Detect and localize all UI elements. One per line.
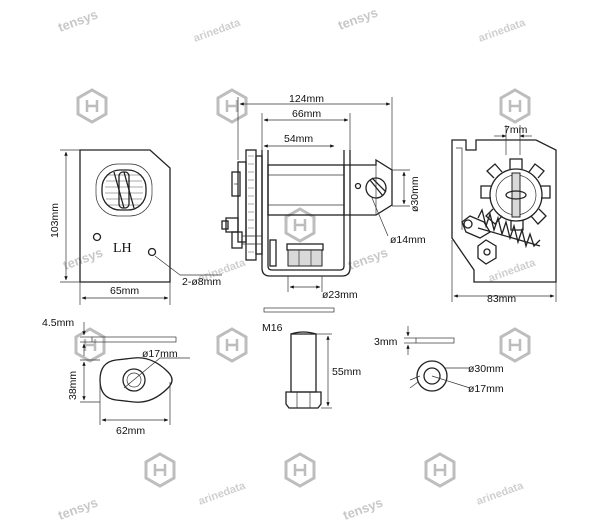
watermark-brand: tensys [56, 7, 100, 35]
side-label: LH [113, 241, 132, 256]
watermark-logo-icon [74, 327, 106, 363]
watermark-brand-alt: arinedata [477, 17, 528, 45]
plate-width-dimension: 62mm [116, 425, 145, 437]
watermark-brand: tensys [346, 245, 390, 273]
width-dimension: 65mm [110, 285, 139, 297]
ratchet-housing [95, 163, 153, 217]
bolt-thread-end [263, 307, 335, 313]
center-slot [118, 171, 130, 209]
bolt-head [285, 391, 322, 409]
watermark-logo-icon [284, 207, 316, 243]
plate-hole-callout: ø17mm [142, 348, 178, 360]
watermark-logo-icon [284, 452, 316, 488]
watermark-brand: tensys [341, 495, 385, 523]
ratchet-gear [480, 158, 551, 231]
watermark-brand: tensys [56, 495, 100, 523]
tension-spring [477, 208, 541, 249]
side-width-dimension: 83mm [487, 293, 516, 305]
pin-hole [365, 177, 387, 199]
watermark-brand-alt: arinedata [197, 480, 248, 508]
plate-height-dimension: 38mm [67, 371, 79, 400]
bottom-diameter-dimension: ø23mm [322, 289, 358, 301]
mount-hole [92, 232, 102, 242]
tube-diameter-dimension: ø30mm [409, 176, 421, 212]
plate-edge [91, 336, 177, 343]
watermark-logo-icon [76, 88, 108, 124]
washer-inner [423, 367, 441, 385]
watermark-logo-icon [499, 88, 531, 124]
bolt-shank [290, 333, 317, 393]
bolt-length-dimension: 55mm [332, 366, 361, 378]
bottom-nut [287, 249, 323, 267]
side-view: 7mm 83mm [451, 124, 557, 305]
watermark-logo-icon [144, 452, 176, 488]
front-view: 124mm 66mm 54mm ø30mm ø14mm [221, 93, 426, 301]
height-dimension: 103mm [49, 203, 61, 238]
watermark-logo-icon [216, 88, 248, 124]
oval-plate [99, 357, 173, 403]
tooth-width-dimension: 7mm [504, 124, 528, 136]
watermark-brand: tensys [336, 5, 380, 33]
overall-width-dimension: 124mm [289, 93, 324, 105]
watermark-logo-icon [424, 452, 456, 488]
plate-hole [122, 368, 146, 392]
watermark-logo-icon [499, 327, 531, 363]
slot-width-dimension: 54mm [284, 133, 313, 145]
watermark-brand-alt: arinedata [475, 480, 526, 508]
washer-outer [416, 360, 448, 392]
u-bracket [261, 150, 351, 277]
watermark-brand: tensys [61, 245, 105, 273]
plate-part: 4.5mm ø17mm 38mm 62mm [42, 317, 190, 437]
washer-outer-callout: ø30mm [468, 363, 504, 375]
inner-width-dimension: 66mm [292, 108, 321, 120]
main-tube [267, 164, 345, 216]
washer-thickness-dimension: 3mm [374, 336, 398, 348]
mount-hole [147, 247, 157, 257]
hole-callout: 2-ø8mm [182, 276, 221, 288]
side-plate-outline [451, 139, 557, 283]
washer-part: 3mm ø30mm ø17mm [374, 326, 504, 395]
watermark-logo-icon [216, 327, 248, 363]
pin-diameter-callout: ø14mm [390, 234, 426, 246]
washer-inner-callout: ø17mm [468, 383, 504, 395]
ratchet-wheel [101, 169, 147, 211]
plate-thickness-dimension: 4.5mm [42, 317, 74, 329]
bolt-part: M16 55mm [262, 307, 361, 409]
bolt-thread-label: M16 [262, 322, 283, 334]
watermark-brand-alt: arinedata [487, 257, 538, 285]
top-view: LH 103mm 65mm 2-ø8mm [49, 149, 222, 305]
washer-edge [415, 337, 455, 344]
watermark-brand-alt: arinedata [192, 17, 243, 45]
